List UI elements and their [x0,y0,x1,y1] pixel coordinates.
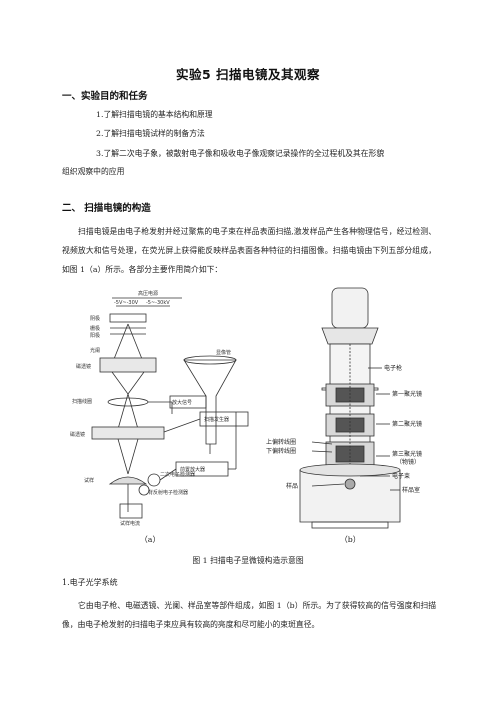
figure-label-a: （a） [140,535,161,544]
label-aperture: 光阑 [90,347,100,354]
body-paragraph-2: 它由电子枪、电磁透镜、光阑、样品室等部件组成，如图 1（b）所示。为了获得较高的… [62,601,436,629]
label-amp: 放大信号 [172,399,192,406]
list-item-continuation: 组织观察中的应用 [62,167,125,176]
label-scangen: 扫描发生器 [204,416,229,423]
label-lens1: 磁透镜 [76,363,91,370]
label-bse: 背反射电子检测器 [148,489,188,496]
list-item: 2.了解扫描电镜试样的制备方法 [96,129,205,138]
label-scan-up: 上偏转线圈 [266,438,296,446]
page-title: 实验5 扫描电镜及其观察 [175,67,321,82]
label-beam: 电子束 [392,472,410,480]
label-cathode: 阴极 [90,315,100,322]
label-absorb: 试样电流 [120,520,140,527]
label-lens2: 磁透镜 [70,431,85,438]
label-chamber: 样品室 [402,486,420,494]
list-item: 1.了解扫描电镜的基本结构和原理 [96,110,213,119]
label-se: 二次电子检测器 [160,471,195,478]
label-anode: 阳极 [90,332,100,339]
label-scan-dn: 下偏转线圈 [266,447,296,455]
figure-caption: 图 1 扫描电子显微镜构造示意图 [192,556,304,565]
label-volt2: -5~-30kV [146,300,170,306]
label-c1: 第一聚光镜 [392,390,422,398]
body-paragraph: 扫描电镜是由电子枪发射并经过聚焦的电子束在样品表面扫描,激发样品产生各种物理信号… [62,227,436,274]
label-scan: 扫描线圈 [72,398,92,405]
section-heading-2: 二、 扫描电镜的构造 [62,203,151,214]
label-hv: 高压电源 [138,290,158,297]
label-crt: 显像管 [216,349,231,356]
list-item: 3.了解二次电子象，被散射电子像和吸收电子像观察记录操作的全过程机及其在形貌 [96,149,385,158]
figure-1-drawing: 高压电源 -5V~-30V -5~-30kV 阴极 栅极 阳极 光阑 磁透镜 扫… [70,287,422,529]
label-volt1: -5V~-30V [114,300,139,306]
section-heading-3: 1.电子光学系统 [62,578,118,587]
figure-label-b: （b） [340,535,361,544]
label-c2: 第二聚光镜 [392,420,422,428]
label-grid: 栅极 [90,325,100,332]
figure-1: 高压电源 -5V~-30V -5~-30kV 阴极 栅极 阳极 光阑 磁透镜 扫… [60,284,440,544]
label-c3: 第三聚光镜 [392,450,422,458]
label-sample: 试样 [84,477,94,484]
label-pre: 前置放大器 [180,466,205,473]
label-specimen: 样品 [286,482,298,490]
section-heading-1: 一、实验目的和任务 [62,91,148,102]
label-c3b: （物镜） [396,458,420,466]
label-gun: 电子枪 [384,364,402,372]
